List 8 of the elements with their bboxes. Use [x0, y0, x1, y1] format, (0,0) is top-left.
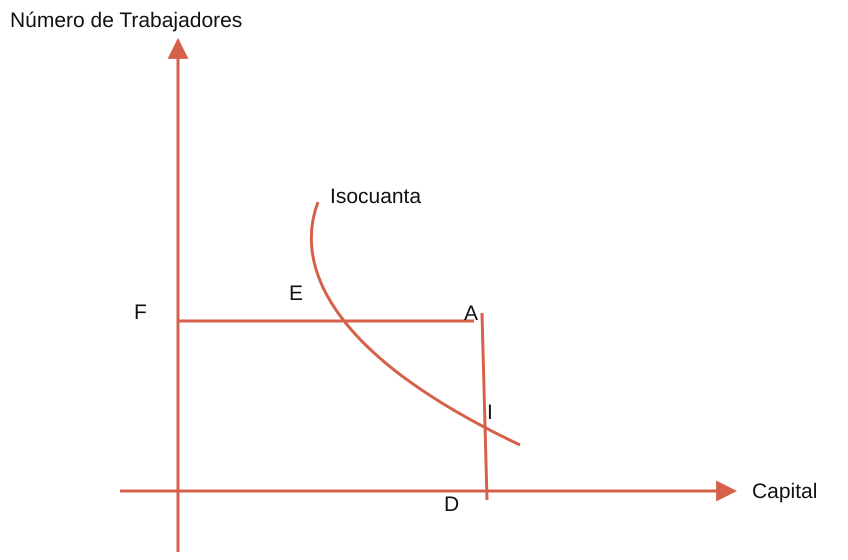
point-label: E	[289, 283, 304, 304]
axis-title: Capital	[752, 481, 818, 502]
point-label: A	[464, 303, 478, 324]
point-label: D	[444, 494, 460, 515]
point-label: F	[134, 302, 147, 323]
curve-label: Isocuanta	[330, 186, 422, 207]
point-label: I	[487, 402, 493, 423]
axis-title: Número de Trabajadores	[10, 10, 242, 31]
